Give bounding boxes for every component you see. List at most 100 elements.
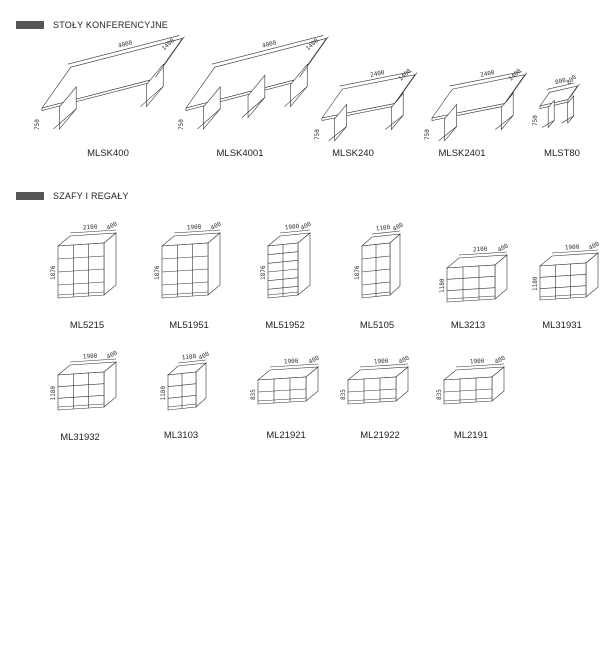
dimension-line bbox=[69, 229, 117, 234]
section-title: SZAFY I REGAŁY bbox=[53, 191, 129, 201]
height-dimension: 1180 bbox=[532, 276, 539, 291]
cabinet-plinth bbox=[347, 397, 397, 402]
cabinet-shelf bbox=[167, 395, 197, 399]
width-dimension: 1900 bbox=[285, 223, 300, 231]
dimension-line bbox=[455, 363, 505, 368]
leg-foot bbox=[284, 86, 308, 107]
height-dimension: 750 bbox=[34, 119, 41, 130]
leg-foot bbox=[385, 115, 404, 130]
cabinet-shelf bbox=[347, 388, 397, 393]
height-dimension: 1876 bbox=[354, 265, 361, 280]
dimension-line bbox=[371, 230, 401, 235]
section-header-cabinets: SZAFY I REGAŁY bbox=[16, 191, 129, 201]
depth-dimension: 400 bbox=[106, 349, 119, 360]
leg-foot bbox=[197, 108, 221, 130]
dimension-line bbox=[173, 229, 221, 234]
product-code: ML5105 bbox=[359, 320, 395, 331]
cabinet-shelf bbox=[161, 255, 209, 260]
depth-dimension: 400 bbox=[392, 221, 405, 232]
dimension-line bbox=[155, 36, 185, 78]
depth-dimension: 400 bbox=[588, 240, 601, 251]
height-dimension: 835 bbox=[436, 389, 443, 400]
length-dimension: 4000 bbox=[117, 39, 133, 49]
dimension-line bbox=[449, 71, 522, 87]
cabinet-shelf bbox=[161, 281, 209, 286]
width-dimension: 1900 bbox=[374, 358, 389, 366]
cabinet-plinth bbox=[257, 397, 307, 402]
dimension-line bbox=[211, 35, 324, 65]
product-code: MLST80 bbox=[544, 148, 580, 159]
cabinet-shelf bbox=[57, 255, 105, 260]
leg-foot bbox=[495, 115, 514, 130]
width-dimension: 1100 bbox=[375, 224, 390, 233]
cabinet-plinth bbox=[167, 403, 197, 408]
width-dimension: 1900 bbox=[284, 358, 299, 366]
dimension-line bbox=[546, 82, 575, 90]
width-dimension: 1100 bbox=[181, 353, 196, 362]
product-code: ML21922 bbox=[360, 430, 400, 441]
length-dimension: 2400 bbox=[370, 69, 386, 79]
cabinet-shelf bbox=[57, 395, 105, 399]
leg-foot bbox=[140, 86, 164, 107]
dimension-line bbox=[551, 249, 599, 254]
height-dimension: 750 bbox=[178, 119, 185, 130]
product-code: MLSK400 bbox=[87, 148, 129, 159]
cabinet-shelf bbox=[539, 274, 587, 278]
cabinet-plinth bbox=[443, 397, 493, 402]
product-code: ML3213 bbox=[450, 320, 486, 331]
height-dimension: 1180 bbox=[160, 386, 167, 401]
height-dimension: 750 bbox=[424, 129, 431, 140]
cabinet-shelf bbox=[267, 251, 299, 255]
cabinet-plinth bbox=[57, 403, 105, 408]
dimension-line bbox=[269, 363, 319, 368]
dimension-line bbox=[177, 359, 207, 364]
cabinet-shelf bbox=[361, 281, 391, 286]
dimension-line bbox=[359, 363, 409, 368]
height-dimension: 835 bbox=[340, 389, 347, 400]
dimension-line bbox=[506, 72, 528, 102]
cabinet-shelf bbox=[257, 388, 307, 393]
leg-foot bbox=[438, 126, 457, 142]
height-dimension: 835 bbox=[250, 389, 257, 400]
section-marker bbox=[16, 21, 44, 29]
cabinet-plinth bbox=[57, 291, 105, 296]
product-code: ML51951 bbox=[169, 320, 209, 331]
product-code: ML5215 bbox=[69, 320, 105, 331]
height-dimension: 750 bbox=[532, 115, 539, 126]
cabinet-shelf bbox=[446, 287, 496, 291]
cabinet-shelf bbox=[167, 383, 197, 387]
product-code: ML2191 bbox=[453, 430, 489, 441]
depth-dimension: 400 bbox=[210, 220, 223, 231]
dimension-line bbox=[279, 229, 311, 234]
product-code: ML21921 bbox=[266, 430, 306, 441]
dimension-line bbox=[339, 71, 412, 87]
cabinet-plinth bbox=[446, 295, 496, 300]
depth-dimension: 400 bbox=[497, 242, 510, 253]
product-code: ML31931 bbox=[542, 320, 582, 331]
leg-foot bbox=[542, 120, 555, 128]
product-code: MLSK2401 bbox=[438, 148, 486, 159]
leg-foot bbox=[53, 108, 77, 130]
length-dimension: 800 bbox=[554, 77, 567, 86]
cabinet-shelf bbox=[57, 268, 105, 273]
product-code: ML31932 bbox=[60, 432, 100, 443]
cabinet-shelf bbox=[57, 383, 105, 387]
section-marker bbox=[16, 192, 44, 200]
product-code: ML3103 bbox=[163, 430, 199, 441]
cabinet-plinth bbox=[161, 291, 209, 296]
height-dimension: 1876 bbox=[154, 265, 161, 280]
cabinet-shelf bbox=[539, 285, 587, 289]
cabinet-shelf bbox=[57, 281, 105, 286]
width-dimension: 1900 bbox=[470, 358, 485, 366]
